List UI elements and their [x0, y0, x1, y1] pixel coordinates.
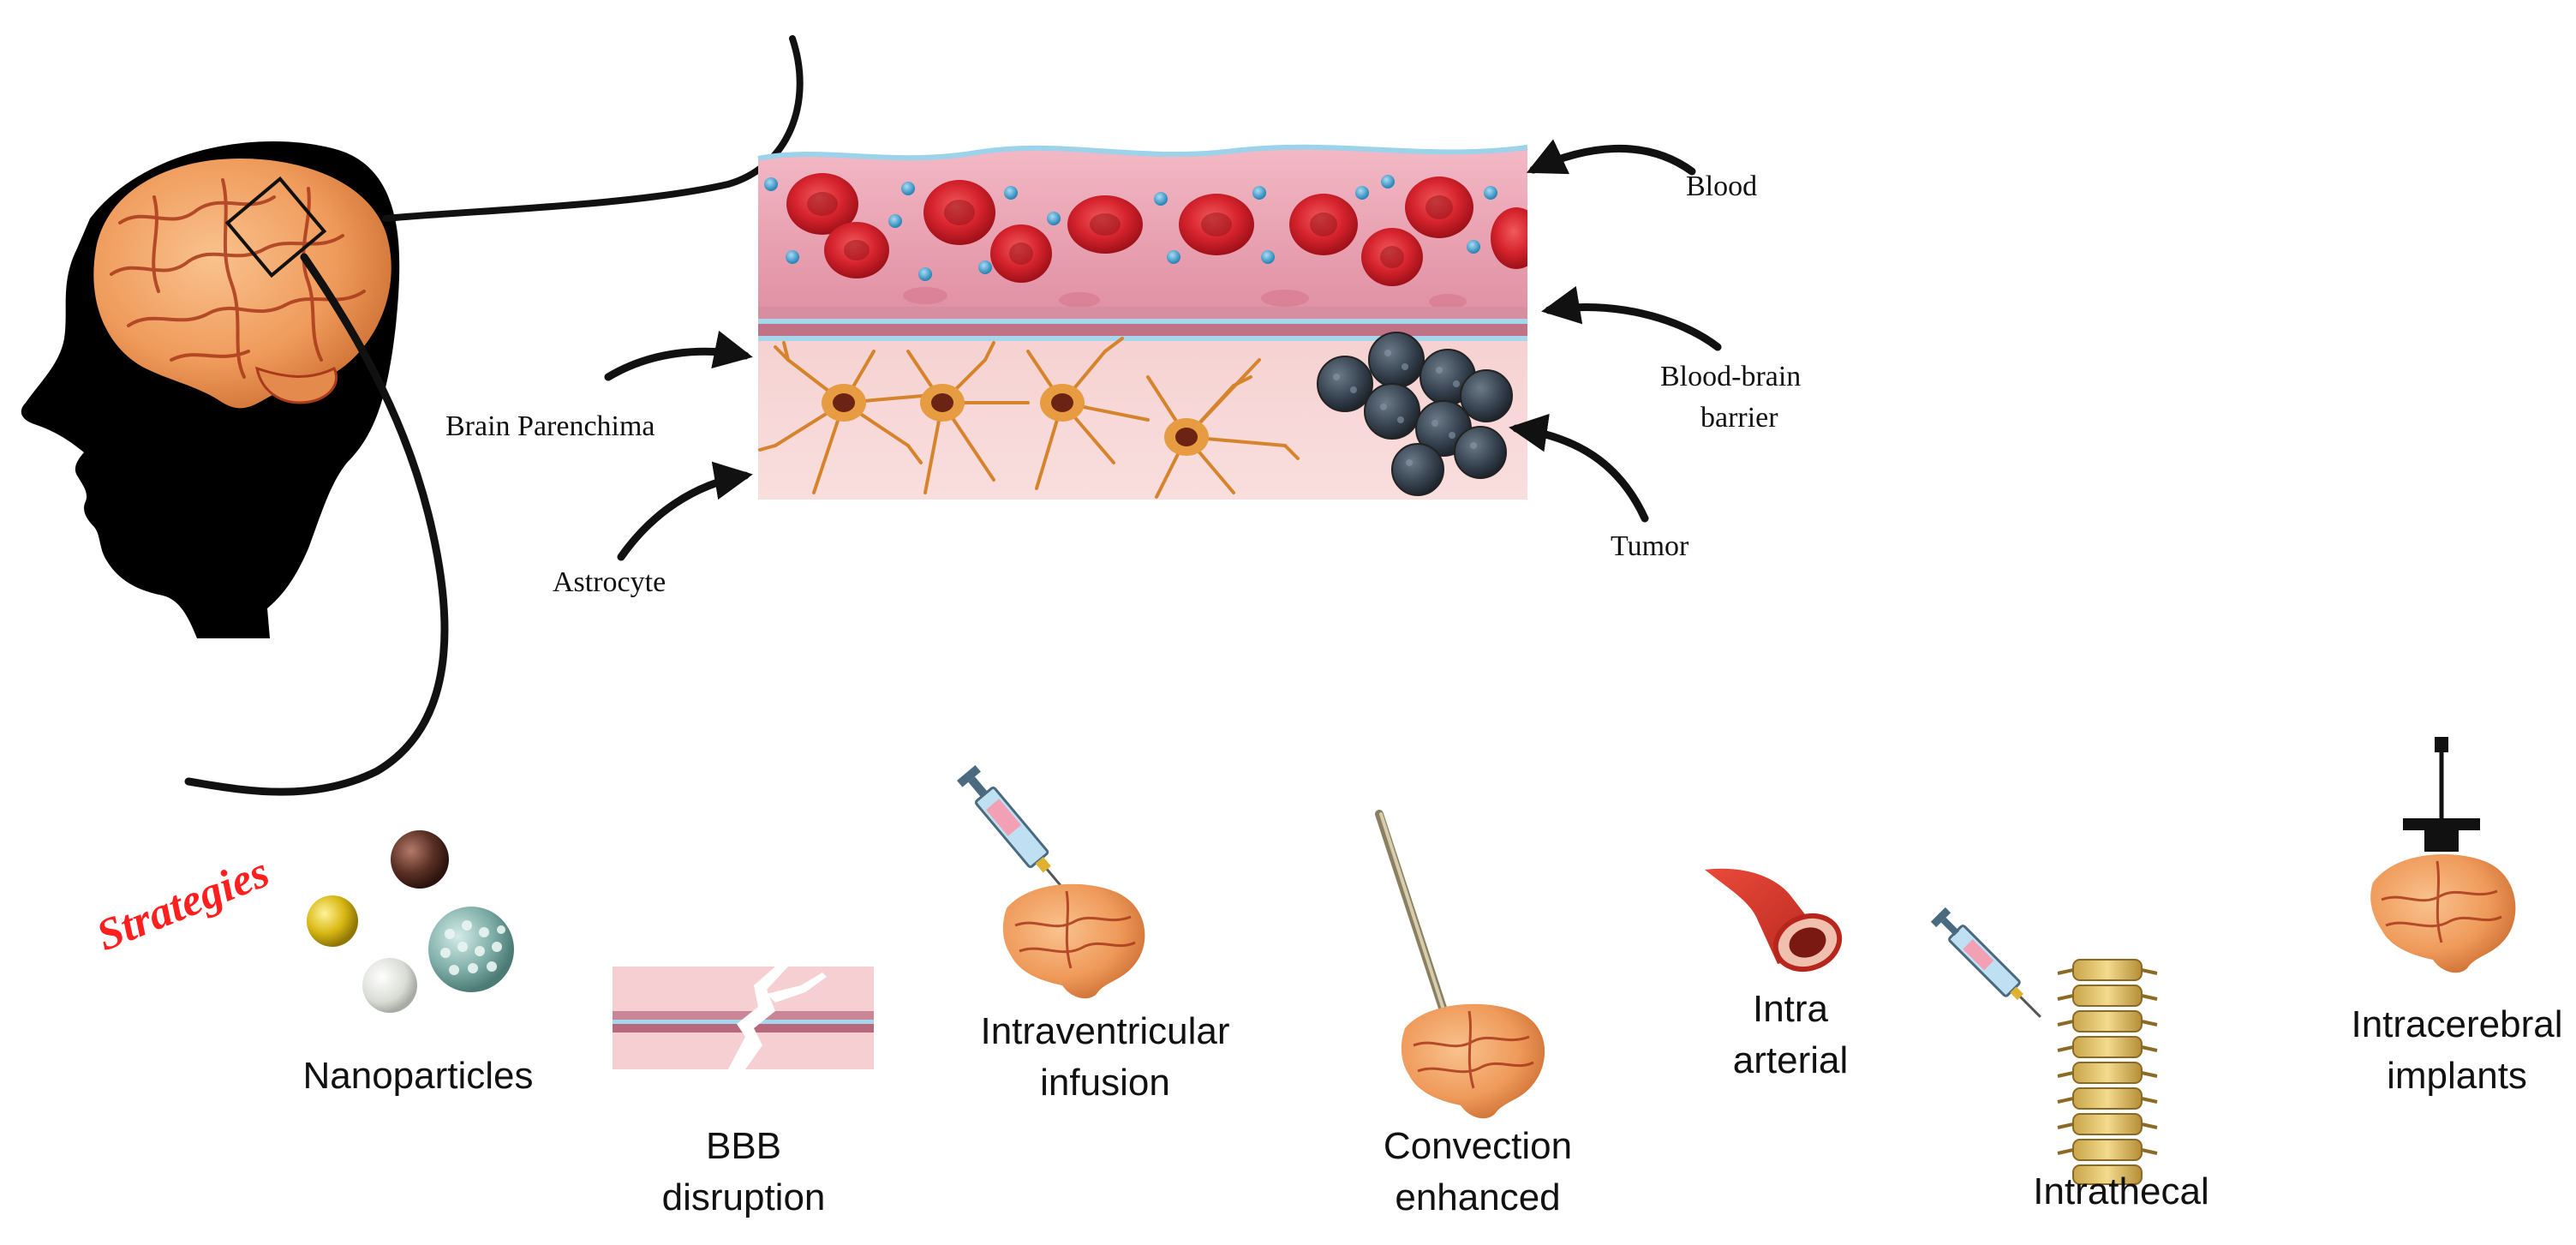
tumor-cells [1317, 332, 1513, 496]
strategy-label-intracerebral-line1: Intracerebral [2351, 1003, 2562, 1045]
arrow-bbb [1541, 285, 1722, 351]
astrocytes [758, 337, 1300, 499]
arrow-tumor [1509, 413, 1649, 523]
label-bbb-line1: Blood-brain [1660, 361, 1801, 392]
arrow-parenchyma [604, 330, 753, 381]
strategy-label-intraventricular-line2: infusion [1040, 1062, 1170, 1104]
blood-brain-barrier-band [758, 307, 1527, 341]
arrow-astrocyte [617, 461, 753, 561]
intraventricular-infusion-icon [956, 764, 1145, 999]
blood-vessel-panel [757, 144, 1528, 500]
label-blood: Blood [1686, 171, 1757, 202]
label-tumor: Tumor [1611, 530, 1689, 562]
anatomy-labels: Blood Blood-brain barrier Brain Parenchi… [445, 171, 1801, 598]
plasma-particles [764, 175, 1497, 281]
strategies-title: Strategies [90, 847, 276, 961]
strategy-label-bbb-line2: disruption [662, 1176, 826, 1218]
label-astrocyte: Astrocyte [553, 566, 666, 598]
nanoparticles-icon [307, 830, 514, 1013]
label-brain-parenchyma: Brain Parenchima [445, 410, 655, 442]
arrow-blood [1526, 139, 1696, 176]
strategy-labels: Nanoparticles BBB disruption Intraventri… [302, 988, 2562, 1218]
plasma-bodies [903, 287, 1467, 309]
label-arrows [604, 139, 1722, 561]
strategy-label-bbb-line1: BBB [706, 1125, 781, 1167]
strategy-label-convection-line1: Convection [1384, 1125, 1572, 1167]
strategy-label-intra-arterial-line2: arterial [1733, 1039, 1849, 1081]
strategy-label-intracerebral-line2: implants [2387, 1055, 2527, 1097]
label-bbb-line2: barrier [1700, 402, 1778, 434]
tumor-texture [1333, 350, 1477, 466]
strategy-label-convection-line2: enhanced [1395, 1176, 1560, 1218]
red-blood-cells [786, 173, 1527, 286]
intra-arterial-icon [1705, 868, 1843, 973]
strategy-label-intraventricular-line1: Intraventricular [980, 1010, 1229, 1052]
zoom-connector-lines [184, 35, 804, 796]
strategy-label-intra-arterial-line1: Intra [1753, 988, 1829, 1030]
convection-enhanced-icon [1375, 810, 1545, 1119]
bbb-disruption-icon [613, 967, 874, 1069]
astrocyte-bodies [822, 384, 1209, 456]
strategy-label-intrathecal: Intrathecal [2033, 1170, 2208, 1212]
zoom-square [224, 176, 327, 278]
intrathecal-icon [1930, 907, 2158, 1185]
strategy-label-nanoparticles: Nanoparticles [302, 1055, 533, 1097]
intracerebral-implants-icon [2370, 737, 2516, 973]
